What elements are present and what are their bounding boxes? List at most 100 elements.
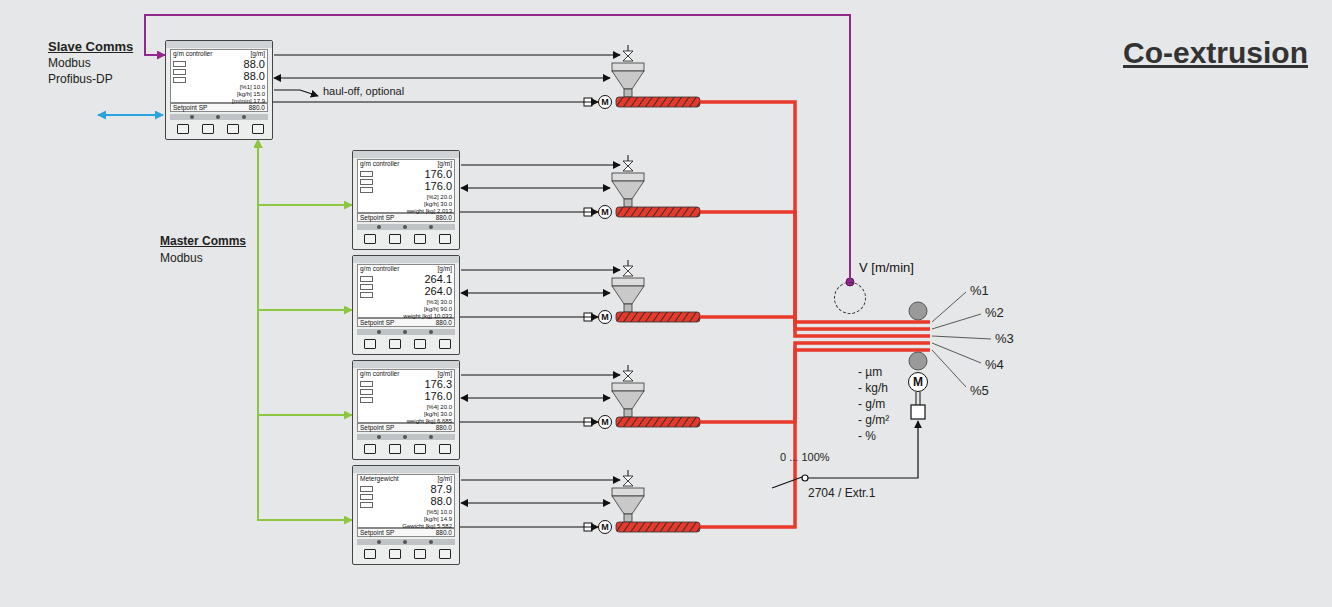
valve-signal: [461, 479, 620, 480]
extruder-symbol: [584, 155, 700, 217]
layer-leaders: [932, 292, 991, 387]
display-text: [g/m]: [438, 266, 452, 273]
valve-signal: [461, 374, 620, 375]
haul-off-drive: [772, 392, 925, 488]
display-text: g/m controller: [360, 371, 399, 378]
connector: [258, 140, 352, 520]
panel-header: [166, 41, 272, 48]
display-text: Setpoint SP: [360, 215, 394, 222]
led: [377, 330, 381, 334]
connector: [145, 15, 850, 282]
controller-panel: Metergewicht[g/m]87.988.0[%5] 10.0[kg/h]…: [352, 465, 460, 565]
display-text: [kg/h] 14.9: [424, 516, 452, 522]
leader-line: [932, 314, 981, 329]
annotation-label: 2704 / Extr.1: [808, 487, 875, 500]
connector: [460, 421, 598, 422]
slave-comms-arrow: [98, 115, 163, 116]
panel-button: [252, 124, 264, 134]
motor-shaft: [920, 392, 921, 405]
connector: [460, 316, 598, 317]
display-text: [%1] 10.0: [240, 84, 265, 90]
melt-line: [700, 317, 930, 336]
display-text: weight [kg] 10.033: [403, 313, 452, 319]
annotation-label: Profibus-DP: [48, 73, 113, 86]
annotation-label: %2: [985, 306, 1004, 320]
extruder-symbol: [584, 45, 700, 107]
motor-label: M: [601, 98, 609, 107]
motor-label: M: [601, 418, 609, 427]
panel-button: [414, 549, 426, 559]
display-text: 880.0: [436, 320, 452, 327]
mode-tag: [360, 284, 373, 290]
display-text: 264.1: [424, 274, 452, 285]
display-text: [kg/h] 90.0: [424, 306, 452, 312]
motor-label: M: [601, 208, 609, 217]
panel-button: [439, 549, 451, 559]
panel-header: [353, 256, 459, 263]
roller: [909, 352, 927, 370]
display-text: Gewicht [kg] 5.582: [402, 523, 452, 529]
connector: [258, 140, 352, 205]
signal-lines: [274, 55, 620, 503]
led: [403, 435, 407, 439]
display-text: [g/m]: [438, 371, 452, 378]
display-text: g/m controller: [360, 266, 399, 273]
panel-header: [353, 361, 459, 368]
led: [403, 540, 407, 544]
diagram-title: Co-extrusion: [1123, 36, 1308, 69]
display-text: 176.0: [424, 181, 452, 192]
weight-signal: [461, 502, 610, 503]
connector: [273, 101, 598, 102]
leader-line: [932, 336, 991, 339]
leader-line: [932, 350, 966, 387]
mode-tag: [173, 77, 186, 83]
motor-shaft: [916, 392, 917, 405]
annotation-label: %4: [985, 358, 1004, 372]
display-text: 264.0: [424, 286, 452, 297]
mode-tag: [360, 486, 373, 492]
motor-label: M: [601, 523, 609, 532]
mode-tag: [360, 397, 373, 403]
led: [377, 225, 381, 229]
display-text: Setpoint SP: [360, 425, 394, 432]
panel-button: [414, 339, 426, 349]
valve-signal: [274, 54, 620, 55]
display-text: [g/m]: [438, 161, 452, 168]
annotation-label: - kg/h: [858, 382, 888, 395]
controller-panel: g/m controller[g/m]88.088.0[%1] 10.0[kg/…: [165, 40, 273, 140]
connector: [460, 526, 598, 527]
extruder-symbol: [584, 365, 700, 427]
panel-button: [439, 234, 451, 244]
panel-button: [414, 234, 426, 244]
mode-tag: [360, 389, 373, 395]
annotation-label: - g/m²: [858, 414, 889, 427]
motor-symbol: M: [598, 520, 612, 534]
display-text: weight [kg] 6.685: [407, 418, 452, 424]
led: [403, 225, 407, 229]
mode-tag: [360, 292, 373, 298]
display-text: [%3] 30.0: [427, 299, 452, 305]
display-text: 88.0: [431, 496, 452, 507]
display-text: [g/m]: [438, 476, 452, 483]
annotation-label: %5: [970, 384, 989, 398]
mode-tag: [360, 179, 373, 185]
sensor-label: V [m/min]: [859, 261, 914, 274]
display-text: 88.0: [244, 71, 265, 82]
connector: [258, 140, 352, 310]
panel-button: [364, 234, 376, 244]
panel-button: [364, 549, 376, 559]
mode-tag: [173, 61, 186, 67]
motor-label: M: [913, 376, 923, 388]
panel-button: [389, 339, 401, 349]
display-text: [kg/h] 30.0: [424, 411, 452, 417]
leader-line: [932, 292, 966, 322]
mode-tag: [360, 187, 373, 193]
panel-button: [177, 124, 189, 134]
display-text: [g/m]: [251, 51, 265, 58]
annotation-label: - g/m: [858, 398, 885, 411]
annotation-label: %1: [970, 284, 989, 298]
display-text: Setpoint SP: [360, 320, 394, 327]
mode-tag: [360, 171, 373, 177]
melt-line: [700, 212, 930, 329]
display-text: [kg/h] 15.0: [237, 91, 265, 97]
